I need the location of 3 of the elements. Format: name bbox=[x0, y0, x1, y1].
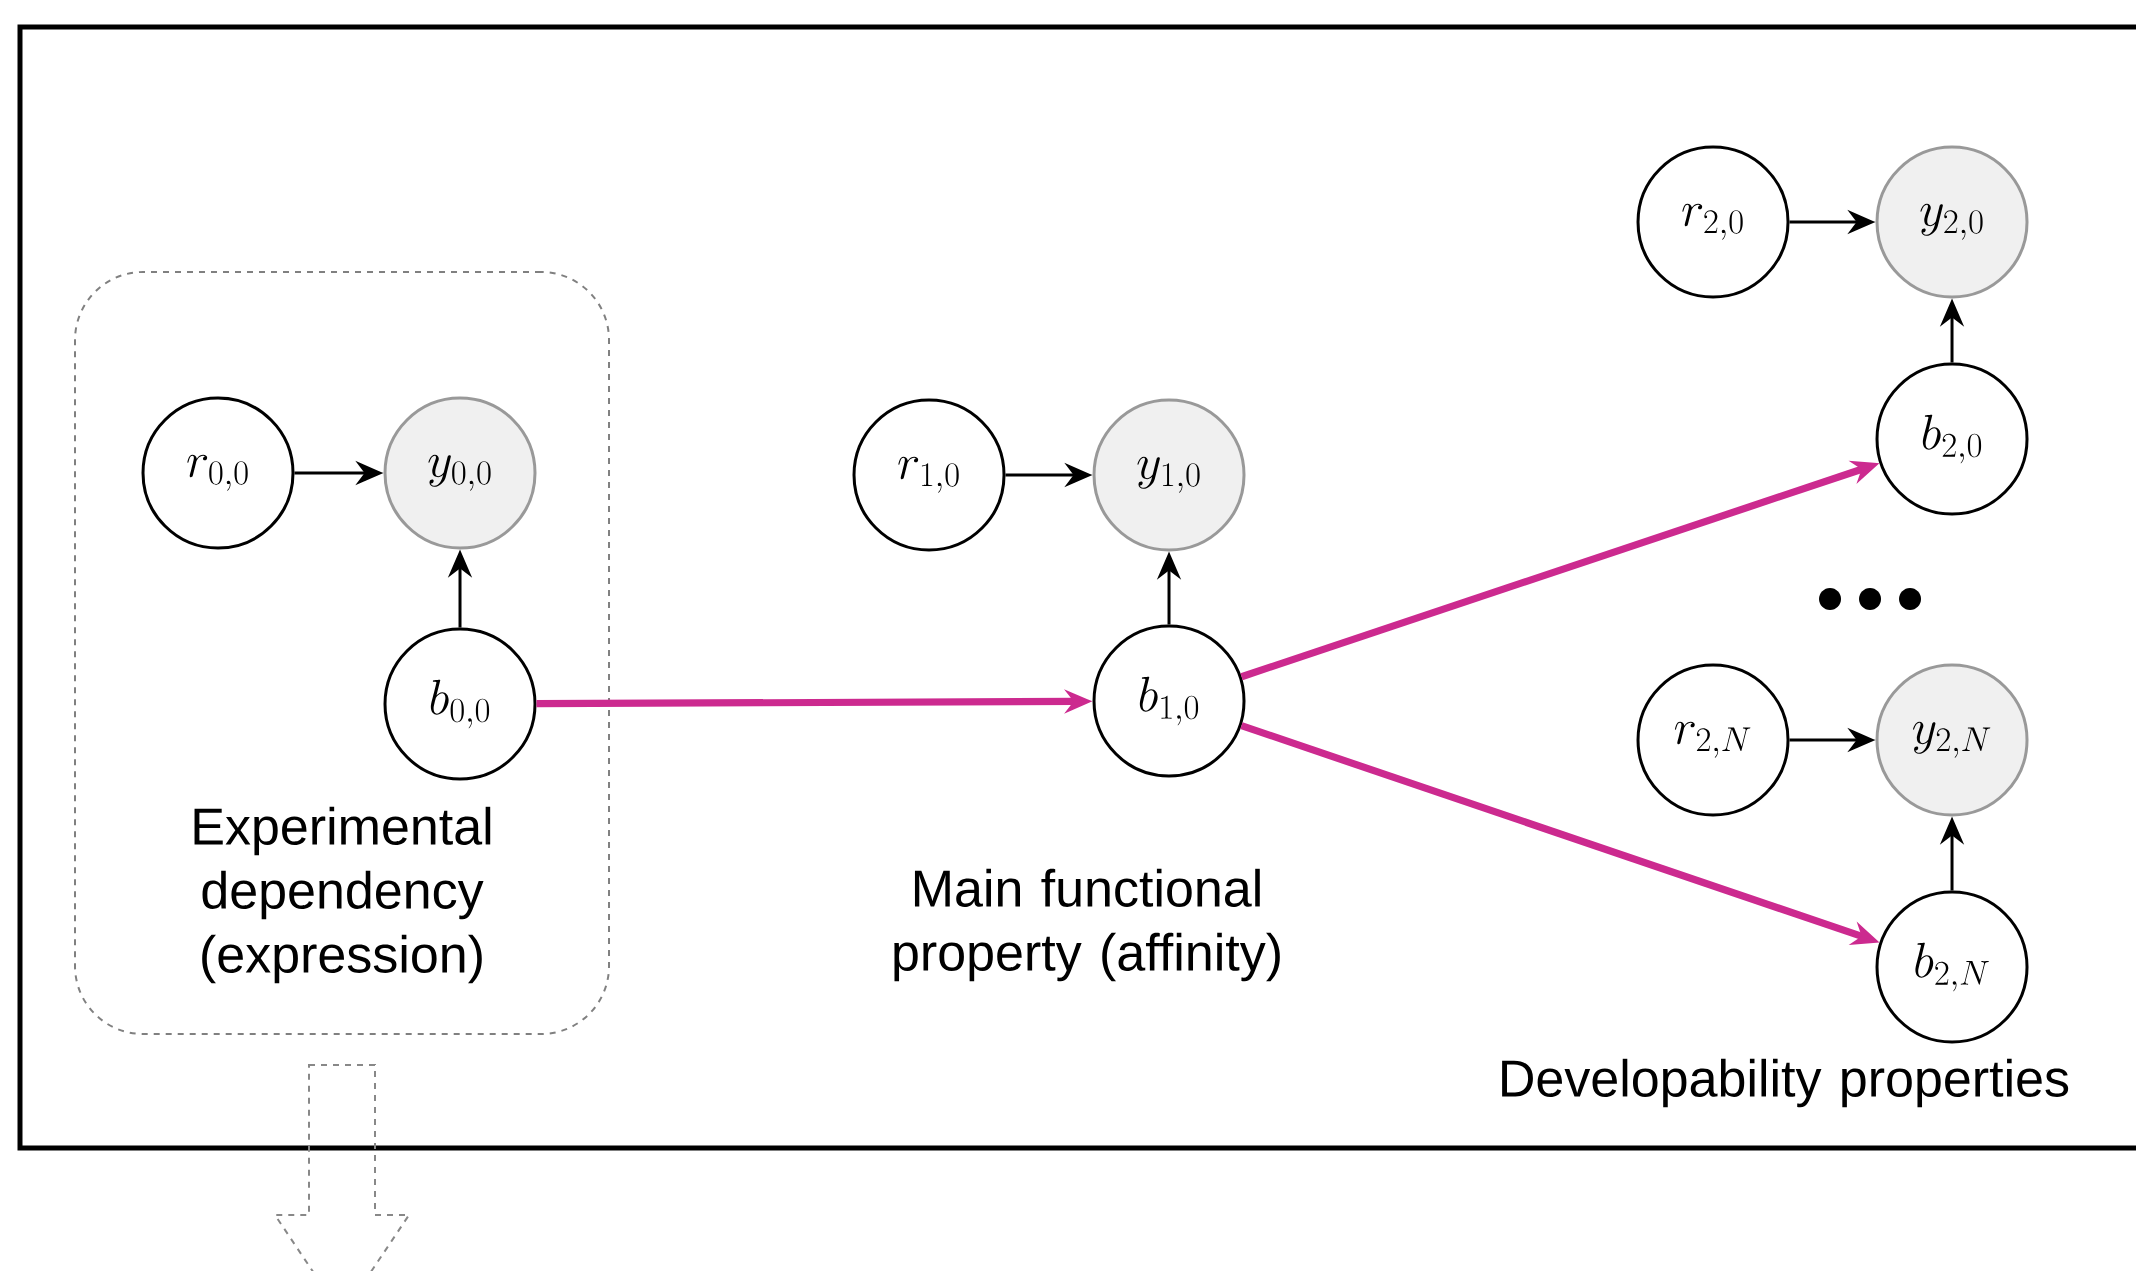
hollow-arrow bbox=[273, 1064, 411, 1271]
group-label: Experimental dependency (expression) bbox=[194, 806, 491, 984]
caption-text: Main functional property (affinity) bbox=[894, 868, 1280, 982]
